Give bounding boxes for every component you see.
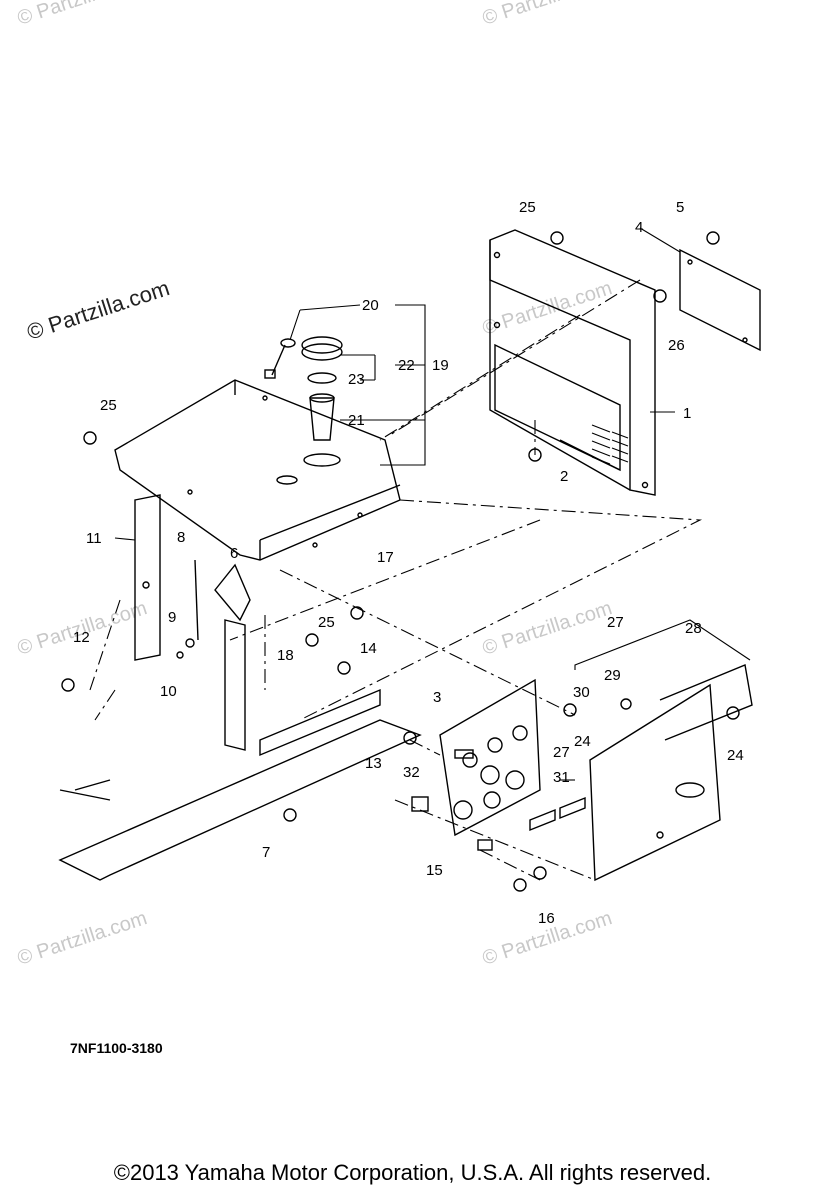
watermark: © Partzilla.com [15, 907, 150, 970]
callout-label: 8 [177, 529, 185, 546]
callout-label: 9 [168, 609, 176, 626]
watermark: © Partzilla.com [480, 277, 615, 340]
callout-label: 24 [727, 747, 744, 764]
diagram-code: 7NF1100-3180 [70, 1040, 163, 1056]
callout-label: 24 [574, 733, 591, 750]
callout-label: 25 [519, 199, 536, 216]
leader-lines [114, 227, 751, 781]
side-door [589, 683, 721, 882]
callout-label: 17 [377, 549, 394, 566]
watermark: © Partzilla.com [480, 0, 615, 30]
watermark-main: © Partzilla.com [24, 275, 173, 345]
bolts [61, 231, 740, 892]
callout-label: 4 [635, 219, 643, 236]
outlet-covers [529, 796, 586, 832]
vent-slots [591, 424, 629, 465]
left-frame [134, 494, 161, 661]
watermark: © Partzilla.com [480, 597, 615, 660]
callout-label: 30 [573, 684, 590, 701]
callout-label: 25 [318, 614, 335, 631]
copyright-notice: ©2013 Yamaha Motor Corporation, U.S.A. A… [113, 1160, 712, 1185]
callout-label: 27 [607, 614, 624, 631]
callout-label: 11 [86, 530, 102, 547]
callout-label: 16 [538, 910, 555, 927]
projection-lines [89, 279, 703, 881]
cover-plate [679, 248, 761, 352]
callout-label: 7 [262, 844, 270, 861]
handle [659, 664, 753, 741]
top-cover [114, 379, 401, 561]
callout-label: 20 [362, 297, 379, 314]
bracket-6 [214, 563, 251, 751]
callout-label: 26 [668, 337, 685, 354]
callout-label: 31 [553, 769, 570, 786]
callout-label: 1 [683, 405, 691, 422]
rear-panel [489, 229, 656, 496]
callout-label: 19 [432, 357, 449, 374]
fuse-holder [477, 839, 493, 851]
base-frame [58, 688, 422, 881]
callout-label: 12 [73, 629, 90, 646]
callout-label: 25 [100, 397, 117, 414]
watermark: © Partzilla.com [15, 0, 150, 30]
callouts: 1 2 3 4 5 6 7 8 9 10 11 12 13 14 15 16 1… [73, 199, 744, 927]
callout-label: 6 [230, 545, 238, 562]
callout-label: 27 [553, 744, 570, 761]
callout-label: 5 [676, 199, 684, 216]
callout-label: 32 [403, 764, 420, 781]
callout-label: 14 [360, 640, 377, 657]
callout-label: 23 [348, 371, 365, 388]
grommet [411, 796, 429, 812]
callout-label: 13 [365, 755, 382, 772]
callout-label: 2 [560, 468, 568, 485]
callout-label: 21 [348, 412, 365, 429]
control-panel [439, 678, 541, 837]
callout-label: 28 [685, 620, 702, 637]
callout-label: 18 [277, 647, 294, 664]
callout-label: 15 [426, 862, 443, 879]
callout-label: 3 [433, 689, 441, 706]
fuel-cap-assembly [264, 336, 343, 485]
callout-label: 22 [398, 357, 415, 374]
rod-8 [176, 559, 199, 659]
callout-label: 29 [604, 667, 621, 684]
watermark-layer: © Partzilla.com © Partzilla.com © Partzi… [15, 0, 615, 970]
callout-label: 10 [160, 683, 177, 700]
